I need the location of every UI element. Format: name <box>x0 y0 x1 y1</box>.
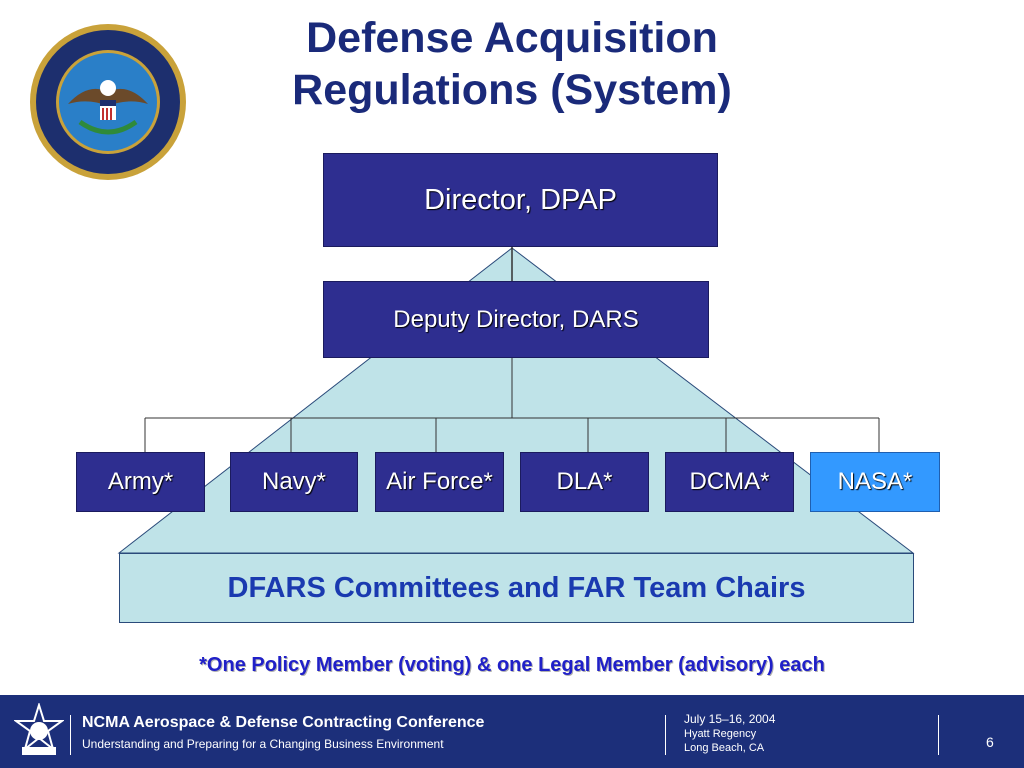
conference-location: Long Beach, CA <box>684 742 765 754</box>
nasa-box: NASA* <box>810 452 940 512</box>
air-force-box: Air Force* <box>375 452 504 512</box>
footer-divider <box>665 715 666 755</box>
slide-title: Defense Acquisition Regulations (System) <box>200 12 824 116</box>
conference-title: NCMA Aerospace & Defense Contracting Con… <box>82 714 485 731</box>
conference-date: July 15–16, 2004 <box>684 712 776 726</box>
footer-divider <box>70 715 71 755</box>
army-box: Army* <box>76 452 205 512</box>
committees-box: DFARS Committees and FAR Team Chairs <box>119 553 914 623</box>
department-of-defense-seal <box>30 24 186 180</box>
ncma-45th-logo-icon <box>14 703 64 755</box>
page-number: 6 <box>986 734 994 750</box>
dla-box: DLA* <box>520 452 649 512</box>
footnote: *One Policy Member (voting) & one Legal … <box>199 654 825 676</box>
conference-subtitle: Understanding and Preparing for a Changi… <box>82 737 444 751</box>
footer-divider <box>938 715 939 755</box>
conference-venue: Hyatt Regency <box>684 728 757 740</box>
slide-title-line-2: Regulations (System) <box>292 66 732 114</box>
navy-box: Navy* <box>230 452 358 512</box>
dcma-box: DCMA* <box>665 452 794 512</box>
director-box: Director, DPAP <box>323 153 718 247</box>
deputy-director-box: Deputy Director, DARS <box>323 281 709 358</box>
footer-bar: NCMA Aerospace & Defense Contracting Con… <box>0 695 1024 768</box>
slide-title-line-1: Defense Acquisition <box>306 14 718 62</box>
